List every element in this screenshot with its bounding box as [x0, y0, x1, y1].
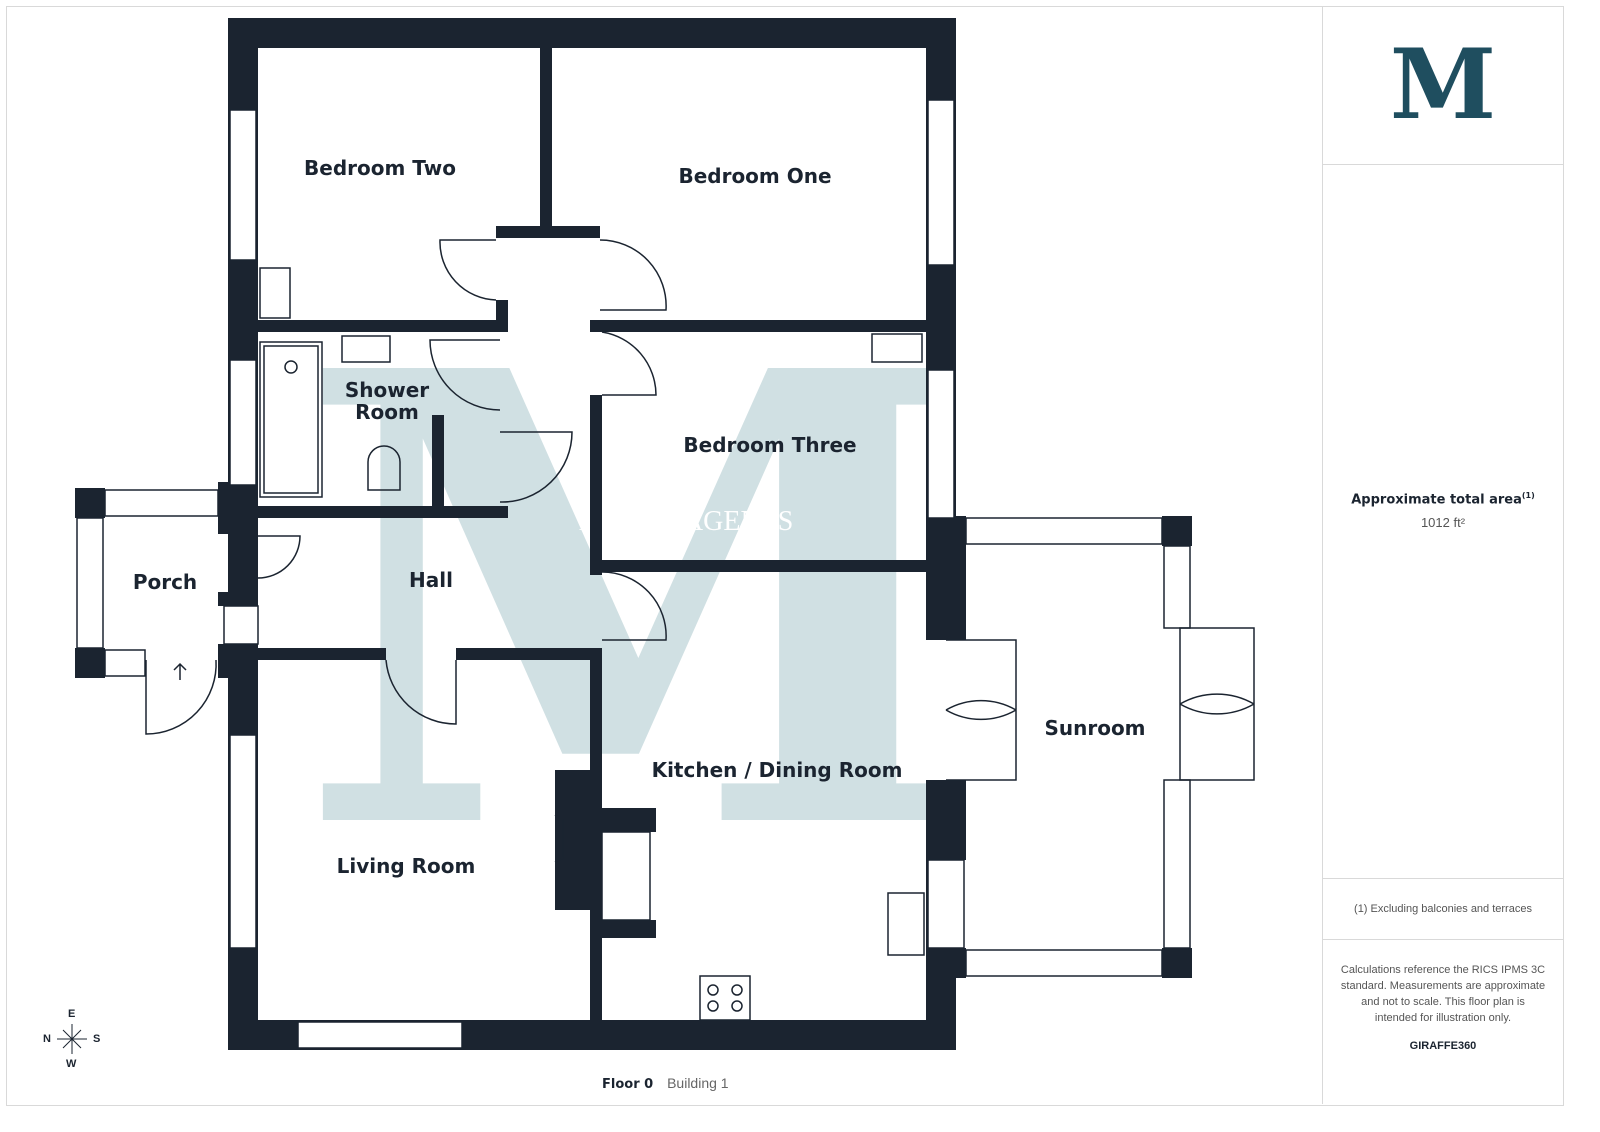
svg-text:Kitchen / Dining Room: Kitchen / Dining Room [652, 758, 903, 782]
svg-text:Sunroom: Sunroom [1044, 716, 1145, 740]
disclaimer-section: Calculations reference the RICS IPMS 3C … [1323, 939, 1563, 1104]
svg-text:Hall: Hall [409, 568, 453, 592]
area-title: Approximate total area(1) [1351, 491, 1535, 508]
svg-text:Room: Room [355, 400, 419, 424]
building-label: Building 1 [667, 1075, 729, 1091]
page-frame [6, 6, 1564, 1106]
compass-s: S [93, 1033, 101, 1045]
floor-label: Floor 0 Building 1 [602, 1075, 729, 1092]
doors-fixtures [145, 239, 1255, 1021]
info-panel: M Approximate total area(1) 1012 ft² (1)… [1322, 6, 1563, 1104]
floor-plan: M ESTATE AGENTS [57, 18, 1255, 1054]
svg-text:Shower: Shower [345, 378, 429, 402]
brand-logo: M [1389, 28, 1497, 141]
room-labels: Bedroom Two Bedroom One Shower Room Bedr… [133, 156, 1146, 878]
disclaimer: Calculations reference the RICS IPMS 3C … [1340, 964, 1546, 1024]
compass-rose [57, 1024, 87, 1054]
footnote: (1) Excluding balconies and terraces [1323, 878, 1563, 939]
svg-text:M: M [297, 239, 983, 967]
svg-text:ESTATE AGENTS: ESTATE AGENTS [579, 506, 794, 537]
area-section: Approximate total area(1) 1012 ft² [1323, 164, 1563, 879]
floor-number: Floor 0 [602, 1077, 654, 1092]
credit: GIRAFFE360 [1409, 1040, 1477, 1052]
compass-w: W [66, 1058, 77, 1070]
svg-text:Bedroom Two: Bedroom Two [304, 156, 456, 180]
watermark: M ESTATE AGENTS [297, 239, 983, 967]
area-value: 1012 ft² [1420, 515, 1466, 531]
svg-text:Bedroom Three: Bedroom Three [683, 433, 856, 457]
svg-text:Bedroom One: Bedroom One [678, 164, 831, 188]
windows [76, 99, 1191, 1049]
compass-n: N [43, 1033, 51, 1045]
svg-text:Porch: Porch [133, 570, 197, 594]
compass-e: E [68, 1008, 76, 1020]
svg-text:Living Room: Living Room [337, 854, 476, 878]
